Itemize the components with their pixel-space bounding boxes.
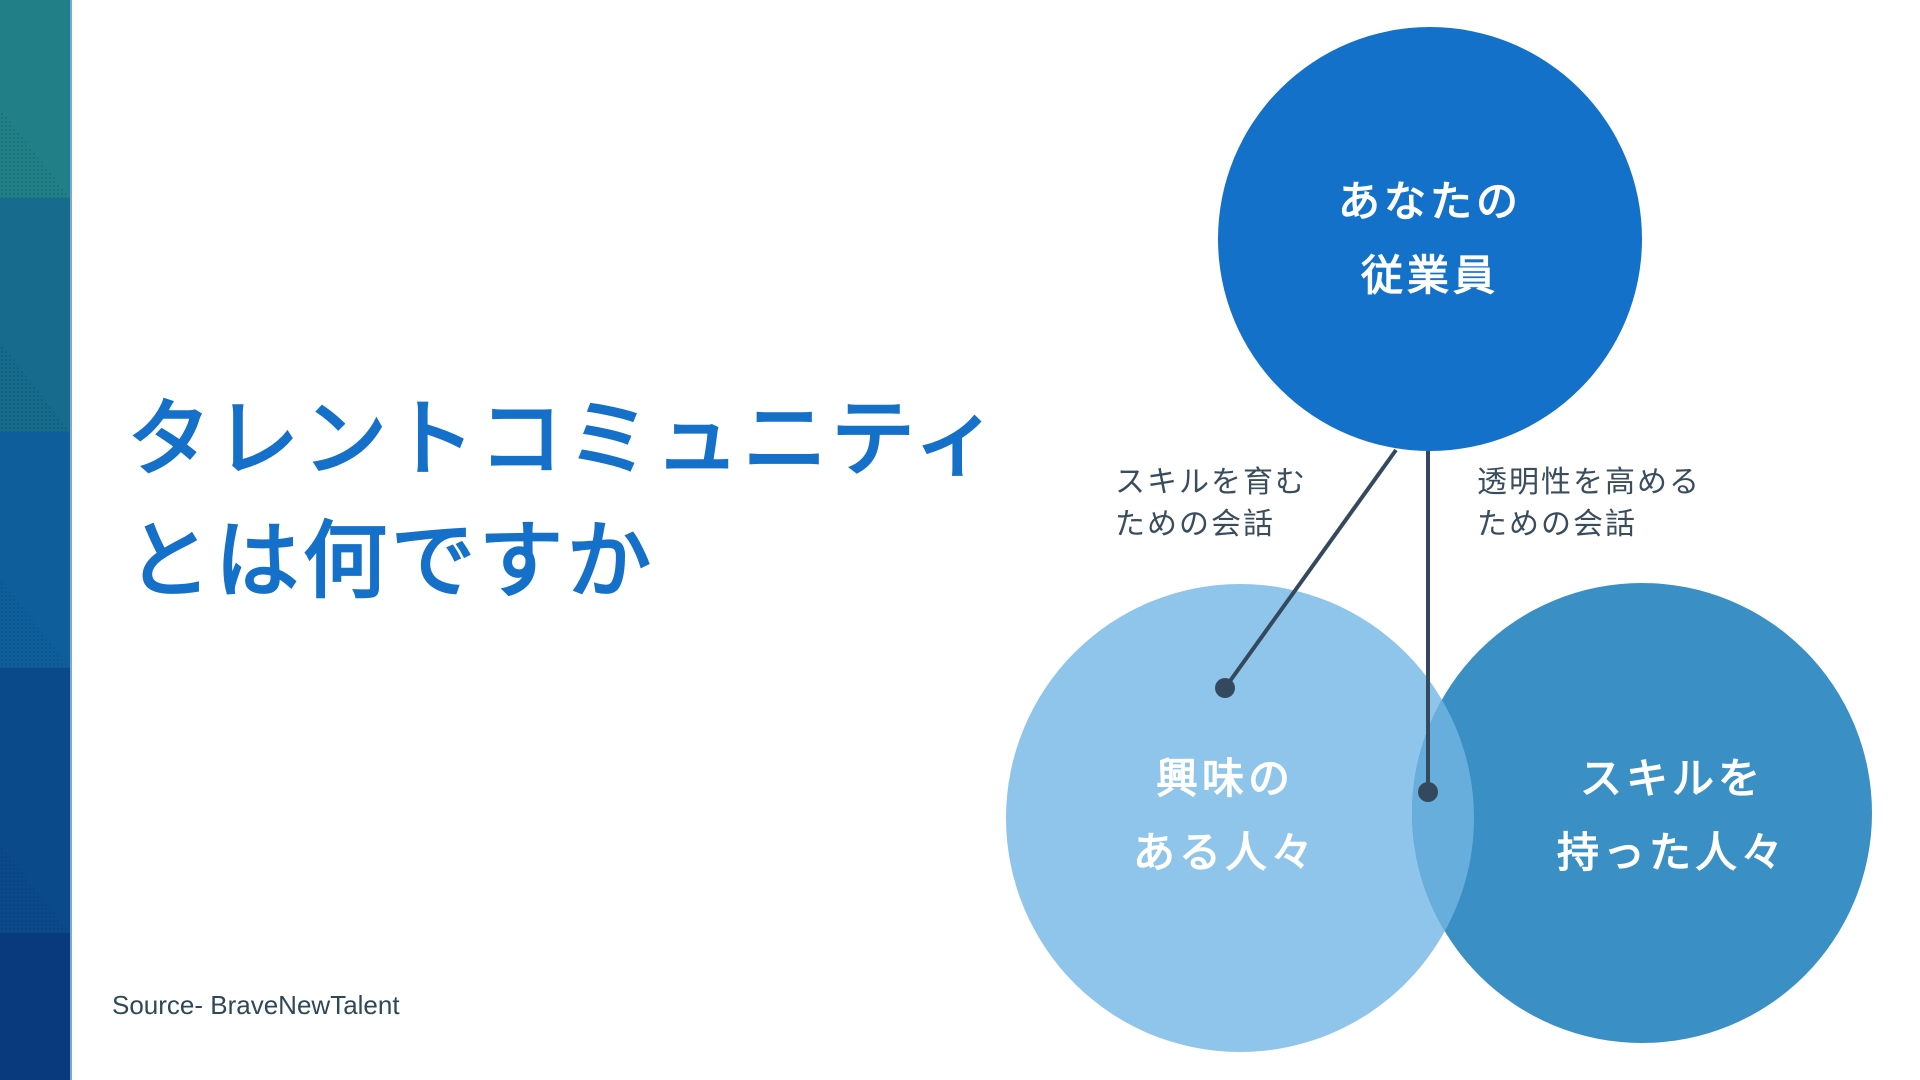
title-line-2: とは何ですか <box>127 512 656 610</box>
sidebar-band-4 <box>0 668 70 933</box>
label-employees-line2: 従業員 <box>1360 251 1500 300</box>
connector-label-transparency-line2: ための会話 <box>1477 507 1637 542</box>
label-skilled-line1: スキルを <box>1579 754 1765 803</box>
slide-title: タレントコミュニティ とは何ですか <box>127 378 1002 622</box>
connector-label-transparency-line1: 透明性を高める <box>1477 465 1701 500</box>
connector-label-skills: スキルを育む ための会話 <box>1115 462 1307 546</box>
sidebar-band-5 <box>0 933 70 1080</box>
connector-dot-transparency <box>1418 782 1438 802</box>
label-employees-line1: あなたの <box>1337 177 1523 226</box>
connector-label-skills-line2: ための会話 <box>1115 507 1275 542</box>
label-interested-line2: ある人々 <box>1132 828 1318 877</box>
label-interested-line1: 興味の <box>1155 754 1295 803</box>
label-employees: あなたの 従業員 <box>1338 165 1522 313</box>
label-interested-people: 興味の ある人々 <box>1133 742 1317 890</box>
decorative-sidebar <box>0 0 72 1080</box>
connector-label-transparency: 透明性を高める ための会話 <box>1477 462 1701 546</box>
circle-employees <box>1218 27 1642 451</box>
source-citation: Source- BraveNewTalent <box>112 990 400 1020</box>
circle-skilled-people <box>1412 583 1872 1043</box>
sidebar-band-3 <box>0 432 70 668</box>
sidebar-band-1 <box>0 0 70 198</box>
label-skilled-people: スキルを 持った人々 <box>1557 742 1787 890</box>
connector-dot-skills <box>1215 678 1235 698</box>
sidebar-band-2 <box>0 198 70 432</box>
label-skilled-line2: 持った人々 <box>1556 828 1788 877</box>
title-line-1: タレントコミュニティ <box>127 390 1002 488</box>
connector-line-skills <box>1223 448 1398 690</box>
circle-interested-people <box>1006 584 1474 1052</box>
connector-label-skills-line1: スキルを育む <box>1115 465 1307 500</box>
